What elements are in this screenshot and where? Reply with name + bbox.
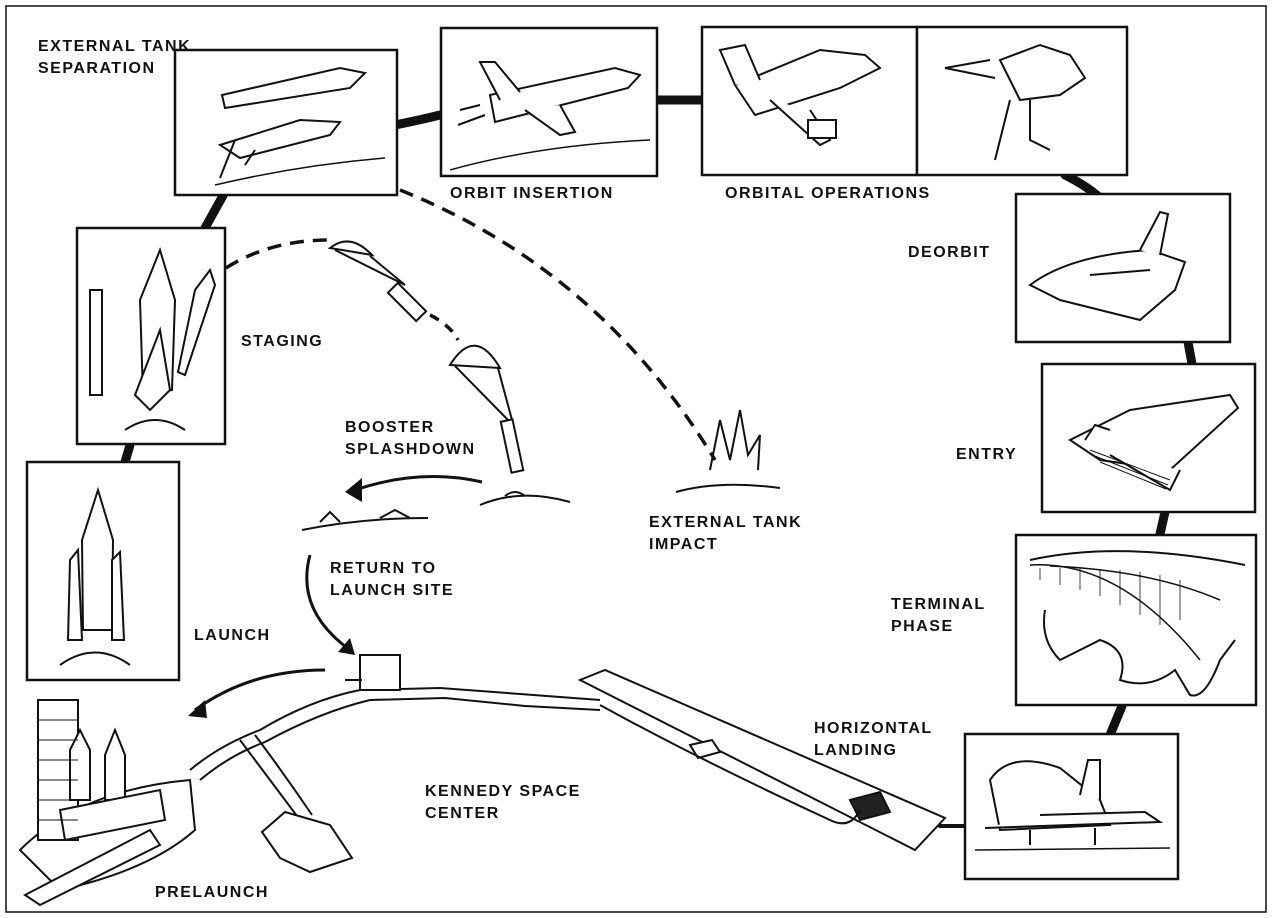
label-entry: ENTRY: [956, 444, 1017, 466]
panel-horizontal-landing: [965, 734, 1178, 879]
label-deorbit: DEORBIT: [908, 242, 991, 264]
label-prelaunch: PRELAUNCH: [155, 882, 269, 904]
label-booster-splashdown: BOOSTER SPLASHDOWN: [345, 417, 476, 461]
panel-orbit-insertion: [441, 28, 657, 176]
panel-staging: [77, 228, 225, 444]
panel-terminal-phase: [1016, 535, 1256, 705]
label-orbit-insertion: ORBIT INSERTION: [450, 183, 614, 205]
label-orbital-operations: ORBITAL OPERATIONS: [725, 183, 931, 205]
label-staging: STAGING: [241, 331, 323, 353]
panel-orbital-operations: [702, 27, 1127, 175]
label-external-tank-impact: EXTERNAL TANK IMPACT: [649, 512, 802, 556]
panel-entry: [1042, 364, 1255, 512]
booster-trajectory: [226, 240, 330, 268]
vab-building-icon: [345, 655, 400, 690]
label-terminal-phase: TERMINAL PHASE: [891, 594, 986, 638]
splash-icon: [480, 492, 570, 505]
panel-external-tank-separation: [175, 50, 397, 195]
label-return-to-launch-site: RETURN TO LAUNCH SITE: [330, 558, 454, 602]
panel-deorbit: [1016, 194, 1230, 342]
ship-icon: [302, 510, 428, 530]
launch-pad-icon: [20, 700, 195, 905]
label-external-tank-separation: EXTERNAL TANK SEPARATION: [38, 36, 191, 80]
label-launch: LAUNCH: [194, 625, 271, 647]
panel-launch: [27, 462, 179, 680]
label-kennedy-space-center: KENNEDY SPACE CENTER: [425, 781, 581, 825]
label-horizontal-landing: HORIZONTAL LANDING: [814, 718, 933, 762]
landing-strip-icon: [262, 812, 352, 872]
launch-arrow: [195, 670, 325, 710]
parachute-icon: [330, 241, 426, 321]
return-arrow: [355, 477, 482, 490]
